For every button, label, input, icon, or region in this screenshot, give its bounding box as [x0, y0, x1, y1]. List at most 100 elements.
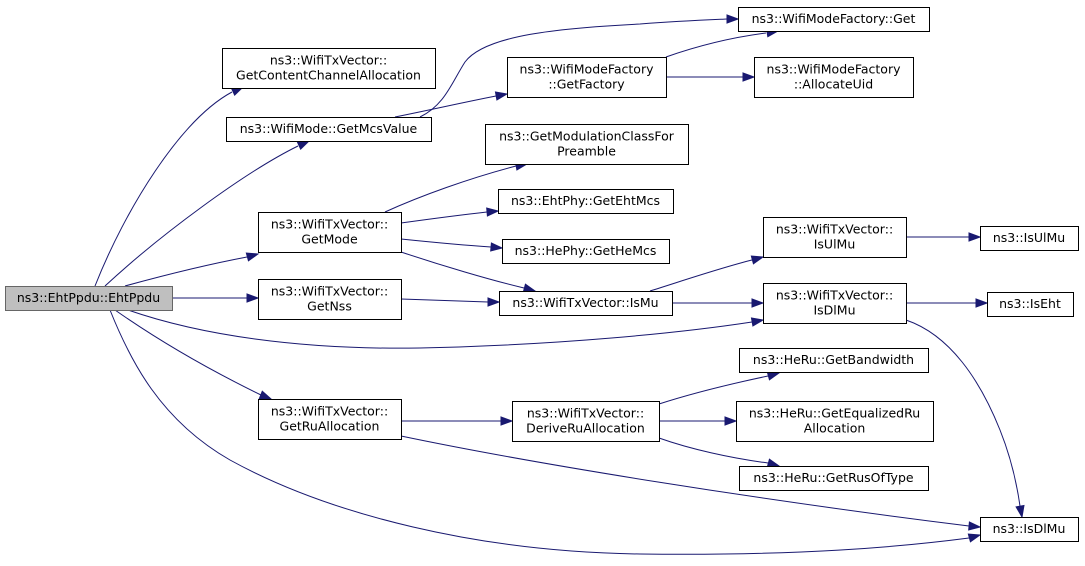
edge-getmcsvalue-to-wmf_getfactory: [394, 91, 509, 118]
node-getnss[interactable]: ns3::WifiTxVector::GetNss: [258, 279, 402, 320]
edge-arrowhead: [494, 91, 509, 101]
edge-line: [400, 435, 970, 527]
node-label: ns3::HeRu::GetEqualizedRu: [749, 406, 920, 421]
node-box[interactable]: [258, 212, 402, 253]
node-box[interactable]: [222, 48, 436, 89]
node-box[interactable]: [736, 401, 934, 442]
edge-ehtppdu-to-isdlmu: [109, 309, 982, 555]
edge-line: [114, 309, 262, 396]
edge-arrowhead: [726, 14, 740, 24]
edge-ismu-to-wtv_isdlmu: [672, 298, 765, 308]
node-box[interactable]: [754, 57, 914, 98]
node-label: ns3::WifiModeFactory::Get: [752, 11, 916, 26]
edge-line: [400, 238, 492, 248]
edge-ehtppdu-to-getruallocation: [114, 309, 273, 400]
node-box[interactable]: [739, 466, 929, 491]
node-label: ::GetFactory: [548, 77, 625, 92]
node-label: Allocation: [804, 421, 866, 436]
edge-line: [124, 256, 248, 287]
node-label: ns3::WifiMode::GetMcsValue: [240, 121, 418, 136]
edge-arrowhead: [487, 297, 501, 307]
edge-line: [109, 309, 970, 555]
edge-line: [400, 251, 525, 289]
node-box[interactable]: [502, 239, 670, 264]
node-getmcsvalue[interactable]: ns3::WifiMode::GetMcsValue: [226, 117, 432, 142]
node-box[interactable]: [739, 348, 929, 373]
edge-arrowhead: [766, 458, 781, 468]
node-label: ns3::EhtPpdu::EhtPpdu: [17, 290, 160, 305]
edge-line: [649, 259, 753, 292]
node-getbandwidth[interactable]: ns3::HeRu::GetBandwidth: [739, 348, 929, 373]
node-iseht[interactable]: ns3::IsEht: [987, 292, 1074, 317]
edge-line: [658, 437, 769, 464]
edge-wtv_isdlmu-to-isdlmu: [905, 319, 1025, 519]
node-label: ns3::IsDlMu: [993, 521, 1066, 536]
node-box[interactable]: [763, 283, 907, 324]
node-label: ns3::WifiModeFactory: [520, 62, 655, 77]
node-getmode[interactable]: ns3::WifiTxVector::GetMode: [258, 212, 402, 253]
node-box[interactable]: [987, 292, 1074, 317]
node-ehtppdu[interactable]: ns3::EhtPpdu::EhtPpdu: [5, 286, 173, 311]
edge-line: [419, 18, 728, 118]
node-label: ns3::WifiTxVector::: [271, 217, 388, 232]
node-label: IsDlMu: [813, 303, 855, 318]
node-box[interactable]: [507, 57, 667, 98]
node-label: Preamble: [557, 144, 616, 159]
node-label: ns3::HeRu::GetBandwidth: [753, 352, 914, 367]
node-box[interactable]: [498, 189, 674, 214]
node-gethemcs[interactable]: ns3::HePhy::GetHeMcs: [502, 239, 670, 264]
node-getruallocation[interactable]: ns3::WifiTxVector::GetRuAllocation: [258, 399, 402, 440]
node-getcontentchannelallocation[interactable]: ns3::WifiTxVector::GetContentChannelAllo…: [222, 48, 436, 89]
node-box[interactable]: [738, 7, 930, 32]
node-wmf_getfactory[interactable]: ns3::WifiModeFactory::GetFactory: [507, 57, 667, 98]
node-ismu[interactable]: ns3::WifiTxVector::IsMu: [499, 291, 673, 316]
node-isulmu[interactable]: ns3::IsUlMu: [980, 226, 1079, 251]
edge-arrowhead: [296, 140, 311, 151]
node-label: ns3::HePhy::GetHeMcs: [515, 243, 657, 258]
edge-arrowhead: [750, 317, 765, 327]
node-getrusoftype[interactable]: ns3::HeRu::GetRusOfType: [739, 466, 929, 491]
node-box[interactable]: [5, 286, 173, 311]
edge-getmode-to-gethemcs: [400, 238, 504, 252]
edge-arrowhead: [968, 232, 982, 242]
edge-arrowhead: [968, 521, 982, 531]
node-box[interactable]: [499, 291, 673, 316]
node-box[interactable]: [980, 226, 1079, 251]
node-wtv_isdlmu[interactable]: ns3::WifiTxVector::IsDlMu: [763, 283, 907, 324]
node-deriveruallocation[interactable]: ns3::WifiTxVector::DeriveRuAllocation: [512, 401, 660, 442]
edge-arrowhead: [975, 298, 989, 308]
edge-getruallocation-to-deriveruallocation: [401, 416, 514, 426]
edge-deriveruallocation-to-getrusoftype: [658, 437, 781, 468]
edge-ismu-to-wtv_isulmu: [649, 255, 765, 292]
node-wmf_get[interactable]: ns3::WifiModeFactory::Get: [738, 7, 930, 32]
node-label: ns3::IsUlMu: [993, 230, 1065, 245]
node-wmf_allocateuid[interactable]: ns3::WifiModeFactory::AllocateUid: [754, 57, 914, 98]
node-label: GetContentChannelAllocation: [236, 68, 421, 83]
node-label: ns3::GetModulationClassFor: [499, 129, 675, 144]
node-label: ns3::WifiTxVector::: [270, 53, 387, 68]
edge-arrowhead: [490, 242, 504, 252]
node-isdlmu[interactable]: ns3::IsDlMu: [980, 517, 1079, 542]
node-box[interactable]: [485, 124, 689, 165]
node-box[interactable]: [512, 401, 660, 442]
node-label: ::AllocateUid: [794, 77, 873, 92]
node-label: DeriveRuAllocation: [526, 421, 645, 436]
node-getehtmcs[interactable]: ns3::EhtPhy::GetEhtMcs: [498, 189, 674, 214]
edge-wmf_getfactory-to-wmf_get: [665, 28, 780, 58]
node-box[interactable]: [258, 279, 402, 320]
edge-ehtppdu-to-wtv_isdlmu: [127, 309, 765, 349]
node-box[interactable]: [258, 399, 402, 440]
node-box[interactable]: [763, 217, 907, 258]
node-label: GetNss: [307, 299, 352, 314]
edge-arrowhead: [486, 207, 500, 217]
node-label: ns3::EhtPhy::GetEhtMcs: [511, 193, 660, 208]
edge-line: [665, 32, 767, 58]
node-box[interactable]: [980, 517, 1079, 542]
node-label: ns3::IsEht: [999, 296, 1061, 311]
edge-getnss-to-ismu: [400, 297, 501, 307]
node-wtv_isulmu[interactable]: ns3::WifiTxVector::IsUlMu: [763, 217, 907, 258]
node-box[interactable]: [226, 117, 432, 142]
